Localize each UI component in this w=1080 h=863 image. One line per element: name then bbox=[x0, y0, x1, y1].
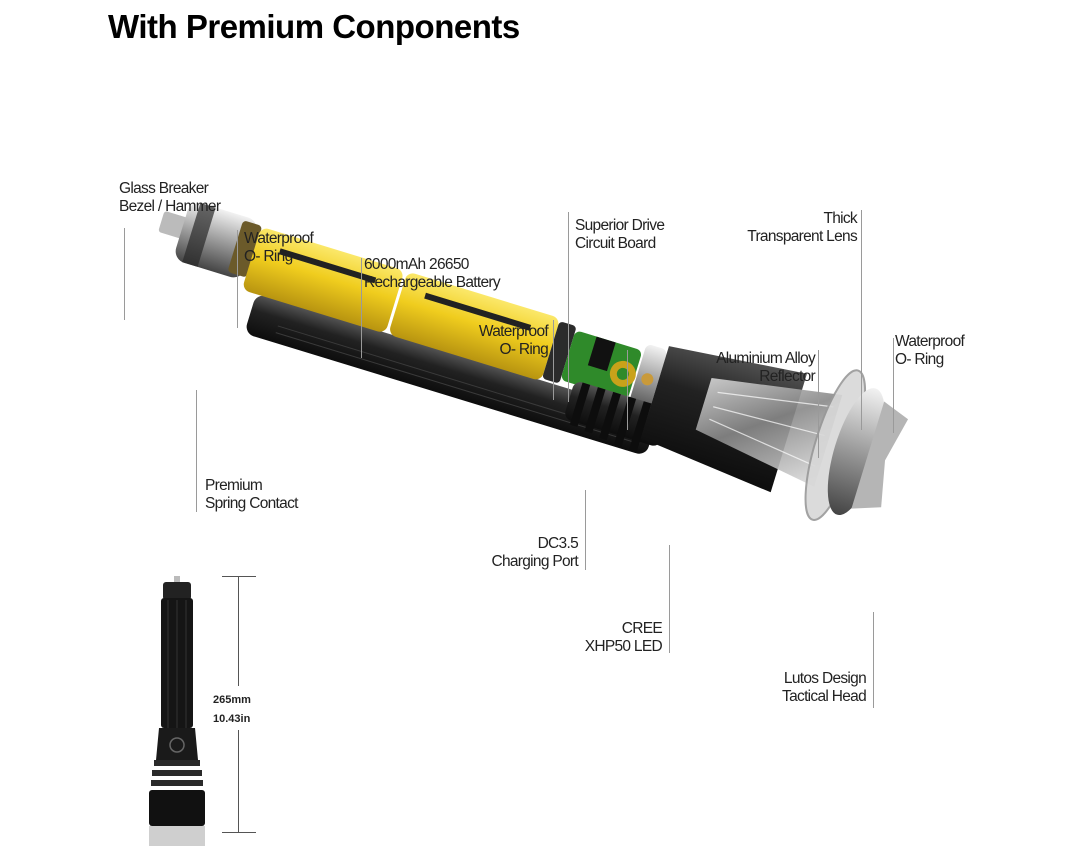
label-charging-port: DC3.5 Charging Port bbox=[491, 535, 578, 570]
leader-line-head bbox=[873, 612, 874, 708]
label-oring-mid: Waterproof O- Ring bbox=[478, 323, 549, 358]
leader-line-battery bbox=[361, 258, 362, 358]
leader-line-lens bbox=[861, 210, 862, 430]
label-oring-tail: Waterproof O- Ring bbox=[244, 230, 314, 265]
dimension-line-upper bbox=[238, 576, 239, 686]
label-head: Lutos Design Tactical Head bbox=[782, 670, 867, 705]
dimension-bottom-tick bbox=[222, 832, 256, 833]
label-oring-head: Waterproof O- Ring bbox=[895, 333, 965, 368]
dimension-length-mm: 265mm bbox=[213, 694, 251, 706]
page-title: With Premium Conponents bbox=[108, 8, 520, 45]
label-battery: 6000mAh 26650 Rechargeable Battery bbox=[364, 256, 501, 291]
label-led: CREE XHP50 LED bbox=[584, 620, 663, 655]
label-reflector: Aluminium Alloy Reflector bbox=[716, 350, 816, 385]
leader-line-led-top bbox=[627, 350, 628, 430]
leader-line-oring-mid bbox=[553, 320, 554, 400]
label-lens: Thick Transparent Lens bbox=[747, 210, 857, 245]
label-spring: Premium Spring Contact bbox=[205, 477, 298, 512]
leader-line-oring-head bbox=[893, 338, 894, 433]
leader-line-charging-port bbox=[585, 490, 586, 570]
dimension-line-lower bbox=[238, 730, 239, 832]
leader-line-led bbox=[669, 545, 670, 653]
flashlight-side-view bbox=[149, 576, 205, 846]
leader-line-circuit-board bbox=[568, 212, 569, 402]
leader-line-spring bbox=[196, 390, 197, 512]
dimension-top-tick bbox=[222, 576, 256, 577]
leader-line-reflector bbox=[818, 350, 819, 458]
label-circuit-board: Superior Drive Circuit Board bbox=[575, 217, 665, 252]
leader-line-oring-tail bbox=[237, 230, 238, 328]
dimension-length-in: 10.43in bbox=[213, 713, 251, 725]
label-glass-breaker: Glass Breaker Bezel / Hammer bbox=[119, 180, 221, 215]
leader-line-glass-breaker bbox=[124, 228, 125, 320]
